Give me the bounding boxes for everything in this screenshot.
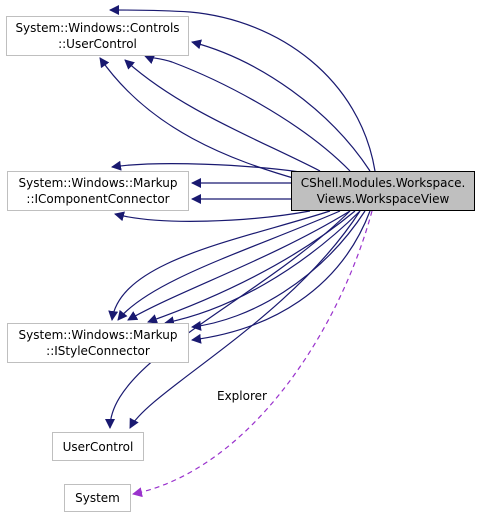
edge-to-istyle-7 — [191, 210, 371, 344]
node-label-line2: ::IComponentConnector — [26, 192, 170, 206]
edge-to-istyle-6 — [191, 210, 366, 331]
node-label: UserControl — [62, 439, 134, 454]
node-system-windows-controls-usercontrol[interactable]: System::Windows::Controls ::UserControl — [6, 16, 189, 56]
edge-to-uc-2 — [129, 210, 361, 429]
edge-to-istyle-4 — [147, 210, 356, 324]
node-workspaceview[interactable]: CShell.Modules.Workspace. Views.Workspac… — [291, 171, 475, 211]
edge-to-icomp-4 — [114, 210, 311, 222]
edge-to-istyle-5 — [164, 210, 361, 327]
edge-to-istyle-1 — [108, 210, 331, 321]
edge-to-icomp-1 — [111, 160, 301, 173]
node-label-line1: System::Windows::Controls — [15, 21, 180, 35]
node-label-line1: System::Windows::Markup — [18, 328, 178, 342]
node-label-line1: CShell.Modules.Workspace. — [300, 176, 466, 190]
node-system[interactable]: System — [64, 484, 131, 512]
edge-to-istyle-3 — [127, 210, 351, 321]
edge-to-usercontrol-ns-2 — [191, 39, 371, 172]
node-label-line2: ::UserControl — [58, 37, 137, 51]
node-label-line2: ::IStyleConnector — [46, 344, 150, 358]
edge-to-istyle-2 — [117, 210, 341, 321]
edge-to-system-explorer — [132, 210, 373, 498]
edge-to-usercontrol-ns-5 — [99, 57, 301, 181]
node-label-line1: System::Windows::Markup — [18, 176, 178, 190]
node-istyleconnector[interactable]: System::Windows::Markup ::IStyleConnecto… — [7, 323, 189, 363]
edge-to-usercontrol-ns-1 — [109, 5, 376, 172]
node-label-line2: Views.WorkspaceView — [316, 192, 450, 206]
edge-to-usercontrol-ns-4 — [124, 59, 321, 172]
node-label: System — [75, 491, 120, 505]
node-usercontrol[interactable]: UserControl — [52, 432, 144, 461]
node-icomponentconnector[interactable]: System::Windows::Markup ::IComponentConn… — [7, 171, 189, 211]
edge-to-usercontrol-ns-3 — [144, 54, 351, 172]
edge-to-uc-1 — [105, 210, 351, 429]
edge-label-explorer: Explorer — [217, 389, 267, 403]
